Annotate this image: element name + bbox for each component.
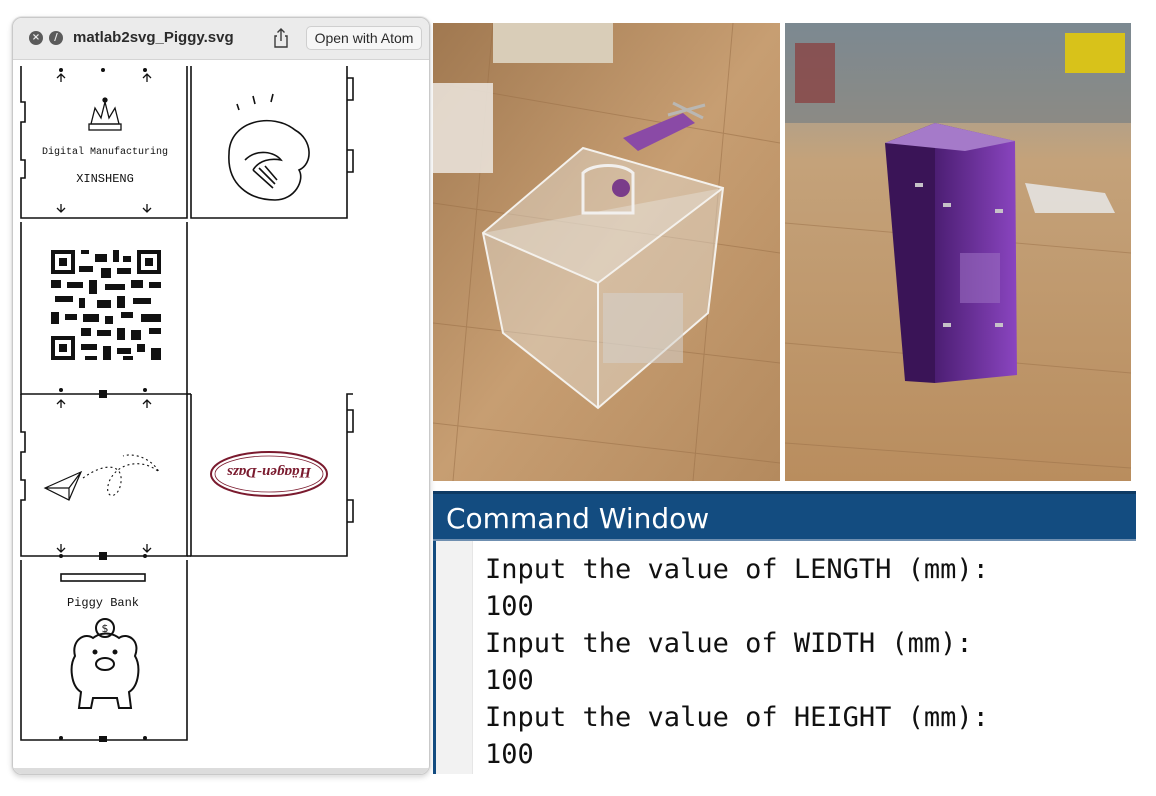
photo-clear-acrylic-box — [433, 23, 780, 481]
fullscreen-icon[interactable]: / — [49, 31, 63, 45]
svg-preview: Digital Manufacturing XINSHENG — [13, 60, 429, 774]
command-window-title: Command Window — [446, 502, 710, 535]
open-with-atom-button[interactable]: Open with Atom — [306, 26, 422, 50]
piggy-bank-label: Piggy Bank — [67, 596, 139, 610]
quicklook-window: × / matlab2svg_Piggy.svg Open with Atom — [12, 17, 430, 775]
horizontal-scrollbar[interactable] — [13, 768, 429, 774]
command-window: Command Window Input the value of LENGTH… — [433, 491, 1136, 774]
photo-clear-box-image — [433, 23, 780, 481]
photo-purple-acrylic-box — [785, 23, 1131, 481]
output-line: Input the value of HEIGHT (mm): — [485, 702, 989, 733]
close-icon[interactable]: × — [29, 31, 43, 45]
paper-plane-icon — [43, 470, 83, 501]
coin-symbol: $ — [102, 622, 109, 635]
output-line: 100 — [485, 739, 534, 770]
qr-code-icon — [51, 250, 161, 360]
command-window-titlebar: Command Window — [433, 491, 1136, 541]
command-output[interactable]: Input the value of LENGTH (mm): 100 Inpu… — [485, 551, 1125, 773]
laser-cut-layout: Digital Manufacturing XINSHENG — [20, 66, 354, 742]
output-line: 100 — [485, 665, 534, 696]
output-line: Input the value of LENGTH (mm): — [485, 554, 989, 585]
dotted-flight-path — [82, 454, 160, 497]
brand-logo: Häagen-Dazs — [210, 451, 328, 497]
piggy-bank-icon — [70, 618, 140, 709]
photo-purple-box-image — [785, 23, 1131, 481]
brand-logo-text: Häagen-Dazs — [227, 464, 312, 480]
command-window-gutter — [433, 541, 473, 774]
crown-icon — [88, 97, 122, 131]
name-label: XINSHENG — [76, 172, 134, 186]
output-line: Input the value of WIDTH (mm): — [485, 628, 973, 659]
share-icon[interactable] — [271, 27, 291, 49]
course-label: Digital Manufacturing — [42, 146, 168, 158]
file-title: matlab2svg_Piggy.svg — [73, 29, 234, 46]
quicklook-titlebar: × / matlab2svg_Piggy.svg Open with Atom — [13, 18, 429, 60]
command-window-border — [433, 541, 436, 774]
ghost-doodle-icon — [228, 93, 310, 201]
output-line: 100 — [485, 591, 534, 622]
